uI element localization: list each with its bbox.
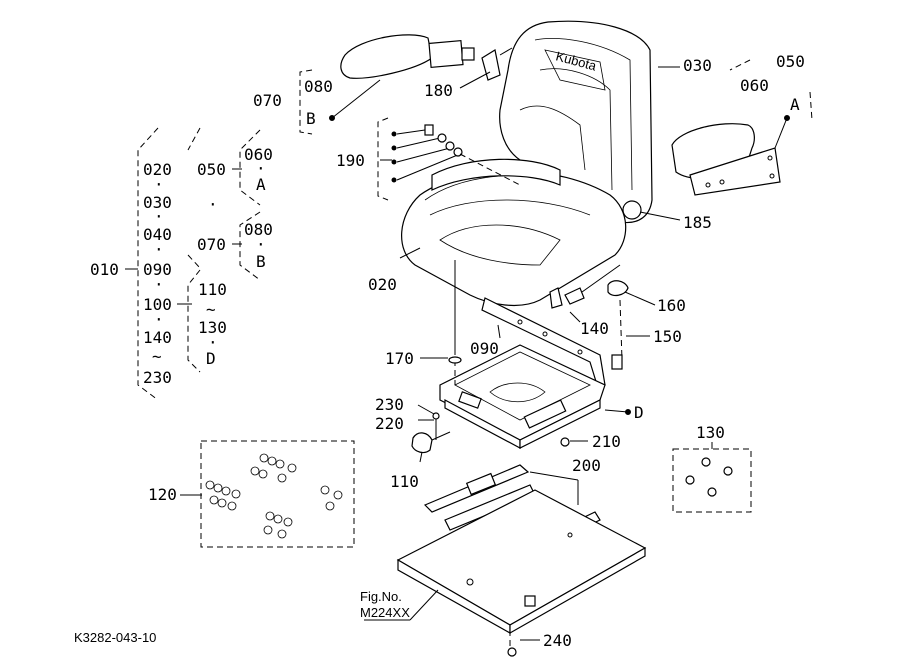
callout-210: 210 (592, 432, 621, 451)
fastener-220-230 (432, 412, 440, 440)
callout-120: 120 (148, 485, 177, 504)
list-dot: · (256, 235, 266, 254)
callouts: 070 080 B 180 030 050 060 A 190 185 020 … (74, 52, 805, 650)
list-dot: · (208, 333, 218, 352)
list-020: 020 (143, 160, 172, 179)
kit-120-box (200, 440, 355, 548)
list-110: 110 (198, 280, 227, 299)
list-030: 030 (143, 193, 172, 212)
callout-050: 050 (776, 52, 805, 71)
seat-back: Kubota (499, 20, 653, 224)
callout-185: 185 (683, 213, 712, 232)
callout-220: 220 (375, 414, 404, 433)
list-070: 070 (197, 235, 226, 254)
base-plate (396, 489, 647, 657)
callout-A: A (790, 95, 800, 114)
list-A: A (256, 175, 266, 194)
armrest-right (671, 123, 781, 196)
callout-020: 020 (368, 275, 397, 294)
list-050: 050 (197, 160, 226, 179)
callout-140: 140 (580, 319, 609, 338)
part-list: 010 020 · 030 · 040 · 090 · 100 · 140 ~ … (90, 145, 273, 387)
callout-180: 180 (424, 81, 453, 100)
list-130: 130 (198, 318, 227, 337)
suspension-base (439, 260, 606, 449)
list-dot: · (208, 195, 218, 214)
list-060: 060 (244, 145, 273, 164)
list-dot: · (256, 159, 266, 178)
fig-no-label: Fig.No. (360, 589, 402, 604)
callout-D: D (634, 403, 644, 422)
callout-110: 110 (390, 472, 419, 491)
bolt-group-190 (391, 124, 521, 186)
callout-230: 230 (375, 395, 404, 414)
leader-lines (180, 66, 790, 641)
label-010: 010 (90, 260, 119, 279)
lever-140-160 (549, 264, 629, 370)
callout-080: 080 (304, 77, 333, 96)
list-dot: · (154, 207, 164, 226)
callout-200: 200 (572, 456, 601, 475)
list-140: 140 (143, 328, 172, 347)
callout-060: 060 (740, 76, 769, 95)
brackets (137, 59, 813, 401)
seat-cushion (401, 158, 627, 306)
list-tilde: ~ (206, 300, 216, 319)
callout-240: 240 (543, 631, 572, 650)
list-080: 080 (244, 220, 273, 239)
list-dot: · (154, 310, 164, 329)
callout-030: 030 (683, 56, 712, 75)
nut-210 (560, 437, 570, 447)
list-230: 230 (143, 368, 172, 387)
callout-090: 090 (470, 339, 499, 358)
callout-150: 150 (653, 327, 682, 346)
list-dot: · (154, 175, 164, 194)
callout-B: B (306, 109, 316, 128)
list-040: 040 (143, 225, 172, 244)
list-dot: · (154, 240, 164, 259)
callout-170: 170 (385, 349, 414, 368)
callout-130: 130 (696, 423, 725, 442)
list-100: 100 (143, 295, 172, 314)
list-090: 090 (143, 260, 172, 279)
fig-code-label: M224XX (360, 605, 410, 620)
list-B: B (256, 252, 266, 271)
list-tilde: ~ (152, 347, 162, 366)
callout-160: 160 (657, 296, 686, 315)
knob-110 (411, 431, 451, 454)
list-dot: · (154, 275, 164, 294)
armrest-left (340, 34, 513, 81)
callout-190: 190 (336, 151, 365, 170)
callout-070: 070 (253, 91, 282, 110)
reference-code: K3282-043-10 (74, 630, 156, 645)
list-D: D (206, 349, 216, 368)
kit-130-box (672, 448, 752, 513)
